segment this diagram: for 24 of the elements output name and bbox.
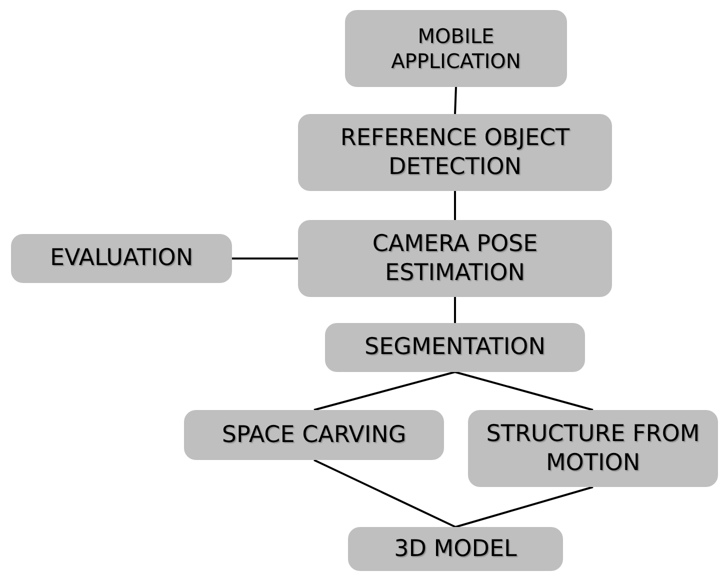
box-label: SEGMENTATION <box>364 333 546 362</box>
box-label: EVALUATION <box>50 244 194 273</box>
process-box <box>298 114 612 191</box>
box-label: REFERENCE OBJECT DETECTION <box>339 124 571 182</box>
box-label: CAMERA POSE ESTIMATION <box>371 230 539 288</box>
process-box <box>298 220 612 297</box>
connector-line <box>314 371 456 411</box>
process-box <box>348 527 563 571</box>
connector-line <box>454 297 456 323</box>
process-box <box>325 323 585 372</box>
connector-line <box>454 371 594 411</box>
connector-line <box>454 86 457 114</box>
connector-line <box>454 191 456 220</box>
connector-line <box>232 258 298 260</box>
box-label: SPACE CARVING <box>222 420 406 450</box>
box-label: MOBILE APPLICATION <box>390 24 522 74</box>
process-box <box>11 234 232 283</box>
process-box <box>184 410 444 460</box>
box-label: STRUCTURE FROM MOTION <box>485 420 701 478</box>
process-box <box>468 410 718 487</box>
process-box <box>345 10 567 87</box>
connector-line <box>314 459 456 528</box>
box-label: 3D MODEL <box>394 534 517 564</box>
connector-line <box>455 486 594 528</box>
